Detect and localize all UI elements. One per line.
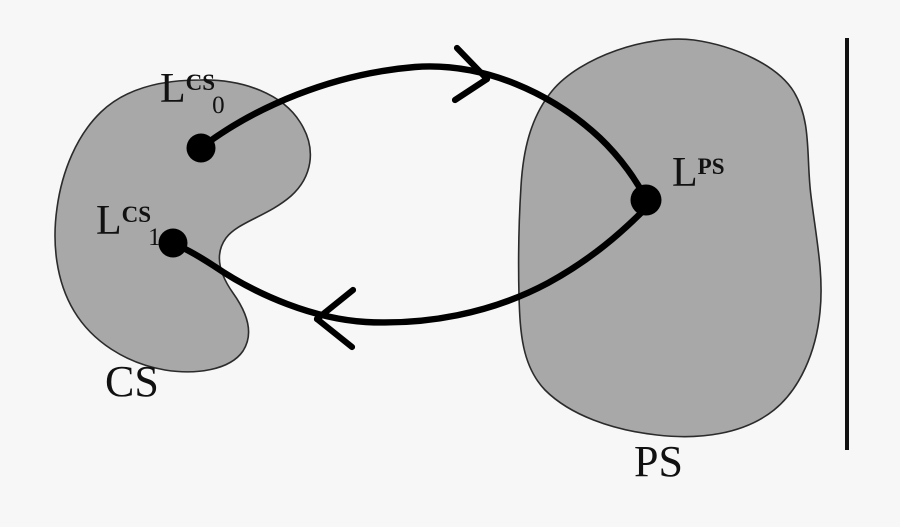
point-l1-dot bbox=[158, 228, 188, 258]
forward-arrowhead bbox=[451, 44, 491, 104]
label-l0-superscript: CS bbox=[185, 69, 216, 95]
label-l0-subscript: 0 bbox=[212, 92, 225, 120]
region-label-ps: PS bbox=[634, 437, 683, 486]
region-cs-shape bbox=[54, 79, 312, 373]
label-lps-superscript: PS bbox=[697, 153, 725, 179]
label-l0-base: L bbox=[160, 66, 186, 112]
return-arrowhead bbox=[313, 286, 357, 351]
label-l1-superscript: CS bbox=[121, 201, 152, 227]
point-l0-dot bbox=[186, 133, 216, 163]
label-l1-subscript: 1 bbox=[148, 224, 161, 252]
label-l1: LCS1 bbox=[96, 198, 164, 250]
return-arrow-curve bbox=[174, 204, 650, 326]
label-l0: LCS0 bbox=[160, 66, 228, 118]
label-lps: LPS bbox=[672, 152, 725, 194]
region-ps-shape bbox=[517, 38, 822, 438]
label-l1-base: L bbox=[96, 198, 122, 244]
point-lps-dot bbox=[630, 184, 662, 216]
region-label-cs: CS bbox=[105, 357, 159, 406]
forward-arrow-curve bbox=[202, 63, 649, 201]
label-lps-base: L bbox=[672, 150, 698, 196]
